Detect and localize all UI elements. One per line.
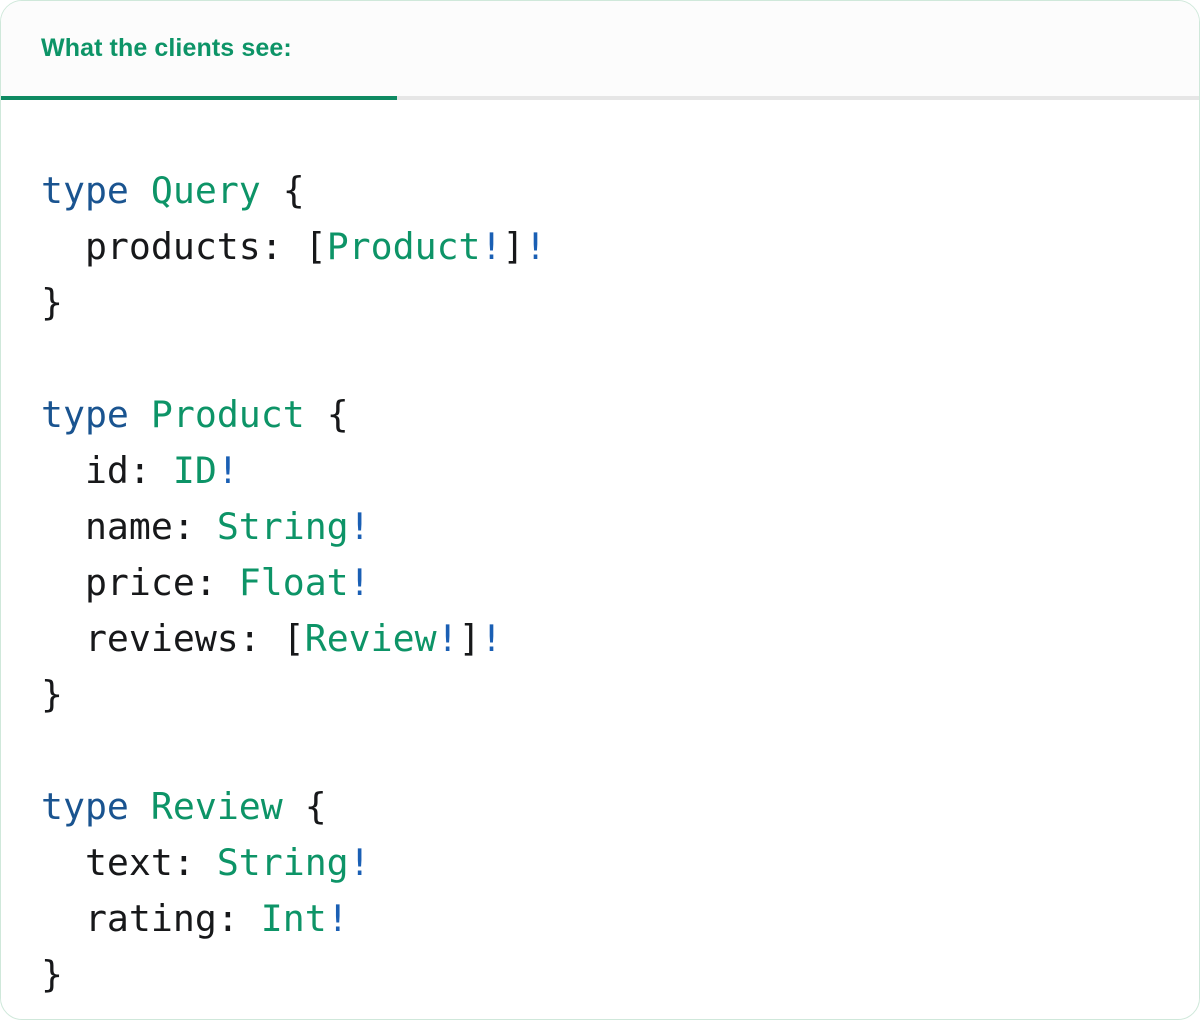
code-token-punct	[41, 449, 85, 492]
code-token-field: reviews	[84, 616, 239, 660]
code-token-field: rating	[84, 896, 217, 940]
code-token-bang: !	[480, 616, 503, 660]
code-token-bang: !	[524, 224, 547, 268]
code-token-punct: ]	[458, 616, 481, 660]
tab-label: What the clients see:	[41, 34, 292, 62]
code-token-punct: :	[216, 896, 261, 940]
code-token-punct	[41, 617, 85, 660]
code-token-punct: :	[128, 448, 173, 492]
code-line: type Review {	[41, 779, 1199, 835]
code-token-bang: !	[348, 840, 371, 884]
code-line: type Product {	[41, 387, 1199, 443]
code-token-type: ID	[172, 448, 217, 492]
code-line: text: String!	[41, 835, 1199, 891]
code-token-punct: :	[238, 616, 283, 660]
code-token-punct: {	[282, 784, 327, 828]
code-token-type: Float	[238, 560, 349, 604]
code-token-field: price	[84, 560, 195, 604]
code-token-punct: ]	[502, 224, 525, 268]
code-token-bang: !	[348, 560, 371, 604]
code-line: type Query {	[41, 163, 1199, 219]
tab-what-the-clients-see[interactable]: What the clients see:	[1, 1, 397, 100]
code-token-punct	[129, 785, 151, 828]
code-token-type: String	[216, 504, 349, 548]
code-token-type: Int	[260, 896, 327, 940]
code-line	[41, 331, 1199, 387]
code-token-punct: }	[41, 952, 63, 996]
code-token-punct	[129, 169, 151, 212]
code-token-punct: {	[260, 168, 305, 212]
code-line: reviews: [Review!]!	[41, 611, 1199, 667]
code-line: id: ID!	[41, 443, 1199, 499]
code-token-punct: [	[304, 224, 327, 268]
code-line: price: Float!	[41, 555, 1199, 611]
code-token-bang: !	[216, 448, 239, 492]
code-token-punct: :	[194, 560, 239, 604]
code-token-punct	[41, 897, 85, 940]
code-token-punct: {	[304, 392, 349, 436]
code-token-field: text	[84, 840, 173, 884]
code-token-kw: type	[41, 168, 129, 212]
code-token-punct: :	[172, 504, 217, 548]
tab-strip: What the clients see:	[1, 1, 1199, 100]
code-token-punct	[41, 225, 85, 268]
code-token-punct: }	[41, 672, 63, 716]
code-line: rating: Int!	[41, 891, 1199, 947]
code-token-punct	[41, 561, 85, 604]
code-token-field: id	[84, 448, 129, 492]
code-line: products: [Product!]!	[41, 219, 1199, 275]
code-token-punct	[129, 393, 151, 436]
code-token-bang: !	[326, 896, 349, 940]
code-token-type: Product	[150, 392, 305, 436]
code-token-bang: !	[348, 504, 371, 548]
code-line: }	[41, 275, 1199, 331]
code-token-bang: !	[436, 616, 459, 660]
code-token-field: products	[84, 224, 261, 268]
code-line: }	[41, 947, 1199, 1003]
code-token-type: Review	[150, 784, 283, 828]
code-token-type: Query	[150, 168, 261, 212]
code-token-field: name	[84, 504, 173, 548]
code-token-kw: type	[41, 784, 129, 828]
code-token-punct	[41, 505, 85, 548]
code-token-punct: [	[282, 616, 305, 660]
code-line: }	[41, 667, 1199, 723]
code-panel: type Query { products: [Product!]!} type…	[1, 100, 1199, 1003]
code-token-punct: }	[41, 280, 63, 324]
code-token-kw: type	[41, 392, 129, 436]
code-token-punct	[41, 841, 85, 884]
code-line: name: String!	[41, 499, 1199, 555]
code-token-punct: :	[172, 840, 217, 884]
code-token-punct: :	[260, 224, 305, 268]
code-token-bang: !	[480, 224, 503, 268]
code-token-type: String	[216, 840, 349, 884]
code-token-type: Product	[326, 224, 481, 268]
code-line	[41, 723, 1199, 779]
graphql-schema-code[interactable]: type Query { products: [Product!]!} type…	[41, 163, 1199, 1003]
code-token-type: Review	[304, 616, 437, 660]
